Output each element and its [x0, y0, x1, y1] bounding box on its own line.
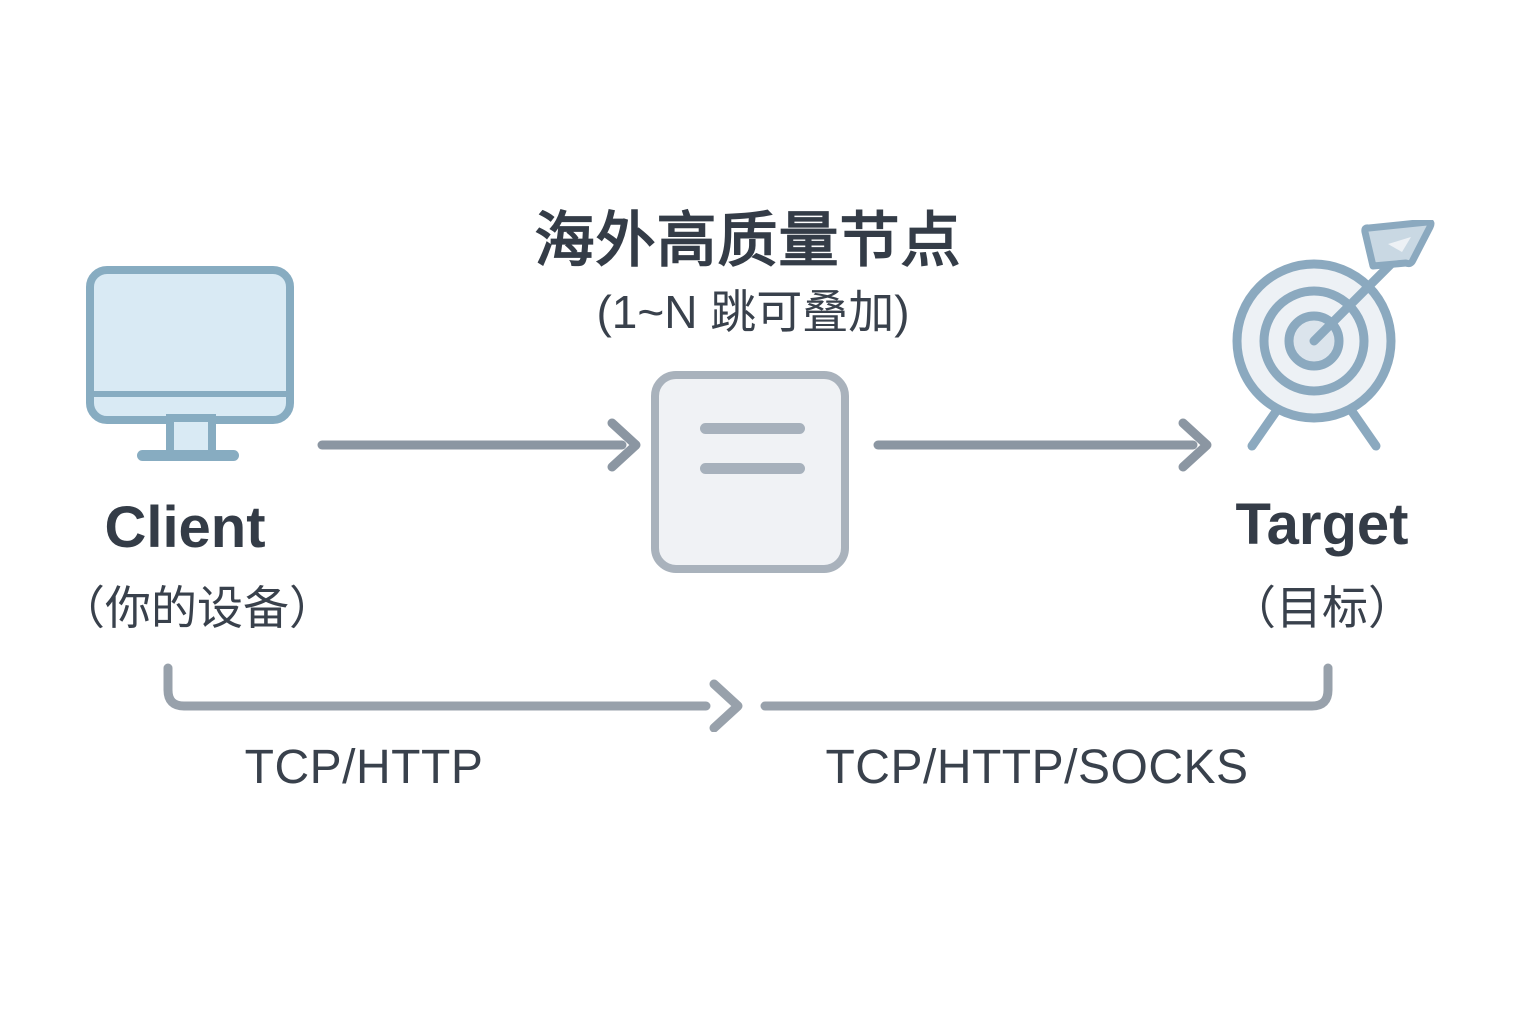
- diagram-subtitle: (1~N 跳可叠加): [596, 286, 910, 338]
- arrow-client-to-node: [317, 418, 641, 472]
- target-sublabel: （目标）: [1230, 582, 1414, 634]
- arrow-node-to-target: [873, 418, 1212, 472]
- protocol-label-client-side: TCP/HTTP: [244, 741, 484, 794]
- client-sublabel: （你的设备）: [59, 582, 335, 634]
- diagram-title: 海外高质量节点: [534, 207, 962, 274]
- client-label: Client: [104, 495, 266, 560]
- protocol-label-target-side: TCP/HTTP/SOCKS: [825, 741, 1249, 794]
- document-node-icon: [651, 371, 849, 573]
- bullseye-target-icon: [1232, 220, 1435, 451]
- target-device: [1225, 220, 1440, 455]
- target-label: Target: [1235, 492, 1409, 557]
- relay-node: [650, 370, 850, 574]
- connection-brackets: [163, 663, 1333, 732]
- monitor-icon: [86, 266, 294, 461]
- client-device: [85, 263, 295, 465]
